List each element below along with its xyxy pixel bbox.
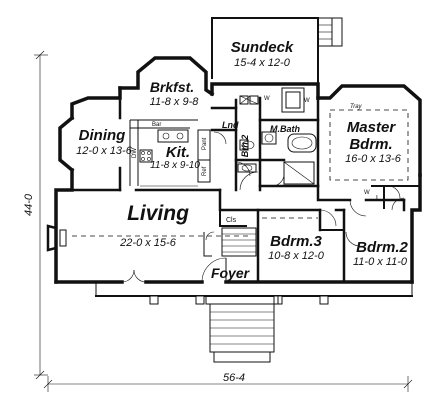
wic-label-1: W: [264, 96, 270, 102]
master-name-line2: Bdrm.: [349, 136, 392, 153]
pantry-label: Pant: [202, 137, 208, 150]
wic-label-3: W: [364, 190, 370, 196]
sundeck-name: Sundeck: [231, 39, 294, 56]
laundry-label: Lnd: [222, 120, 239, 130]
closet-label: Cls: [226, 217, 237, 224]
dimension-left: 44-0: [23, 50, 48, 380]
brkfst-size: 11-8 x 9-8: [150, 96, 200, 108]
tray-ceiling: [329, 109, 409, 181]
bath2-label: Bth.2: [240, 135, 250, 158]
master-bath-label: M.Bath: [270, 124, 300, 134]
living-name: Living: [127, 202, 189, 225]
bar-label: Bar: [152, 122, 161, 128]
bdrm3-name: Bdrm.3: [270, 233, 322, 250]
sundeck-area: [211, 17, 343, 85]
foyer-name: Foyer: [211, 265, 251, 281]
bdrm3-size: 10-8 x 12-0: [268, 250, 325, 262]
master-name-line1: Master: [347, 119, 397, 136]
stairs: [203, 227, 257, 257]
kitchen-fixtures: [129, 119, 211, 187]
room-labels: Sundeck 15-4 x 12-0 Brkfst. 11-8 x 9-8 D…: [76, 39, 408, 281]
dining-size: 12-0 x 13-6: [76, 145, 133, 157]
dimension-bottom: 56-4: [43, 372, 413, 392]
fireplace: [46, 224, 67, 252]
master-size: 16-0 x 13-6: [345, 153, 402, 165]
tray-label: Tray: [350, 104, 363, 110]
dw-label: DW: [132, 148, 138, 158]
closet-rails: [72, 217, 318, 237]
kit-size: 11-8 x 9-10: [150, 160, 200, 171]
small-labels: Lnd M.Bath Bth.2 Cls Tray Bar Ref DW Pan…: [132, 96, 380, 224]
living-size: 22-0 x 15-6: [119, 237, 177, 249]
brkfst-name: Brkfst.: [150, 79, 194, 95]
wic-label-2: W: [304, 98, 310, 104]
doors: [121, 131, 405, 283]
overall-depth-label: 44-0: [23, 193, 35, 216]
dining-name: Dining: [79, 127, 126, 144]
bdrm2-name: Bdrm.2: [356, 239, 408, 256]
bdrm2-size: 11-0 x 11-0: [353, 256, 408, 268]
front-porch: [95, 282, 413, 363]
sundeck-size: 15-4 x 12-0: [234, 57, 291, 69]
linen-closet-label: L: [376, 195, 380, 202]
bath-fixtures: [237, 87, 317, 185]
ref-label: Ref: [202, 166, 208, 176]
kit-name: Kit.: [166, 144, 190, 161]
overall-width-label: 56-4: [223, 372, 245, 384]
